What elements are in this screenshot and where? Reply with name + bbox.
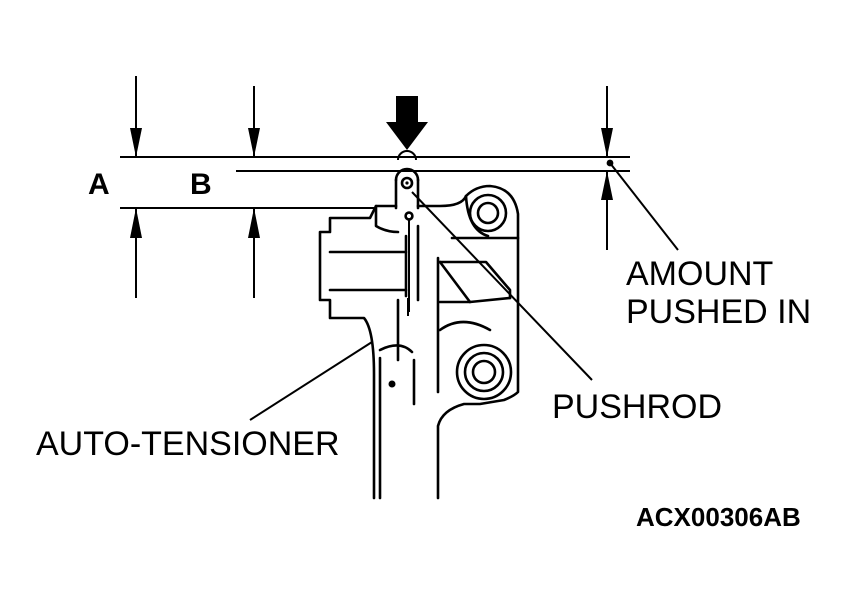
figure-code: ACX00306AB — [636, 502, 801, 532]
amount-pushed-in-label-line2: PUSHED IN — [626, 293, 811, 331]
dimension-a — [130, 76, 142, 298]
auto-tensioner-body — [318, 150, 520, 500]
dimension-a-label: A — [88, 168, 110, 201]
auto-tensioner-label: AUTO-TENSIONER — [36, 425, 340, 463]
dimension-amount-pushed-in — [601, 86, 613, 250]
push-force-arrow — [386, 96, 428, 150]
dimension-b — [248, 86, 260, 298]
dimension-b-label: B — [190, 168, 212, 201]
amount-pushed-in-label-line1: AMOUNT — [626, 255, 773, 293]
reference-lines — [120, 156, 630, 209]
pushrod-label: PUSHROD — [552, 388, 722, 426]
leader-lines — [249, 159, 679, 421]
